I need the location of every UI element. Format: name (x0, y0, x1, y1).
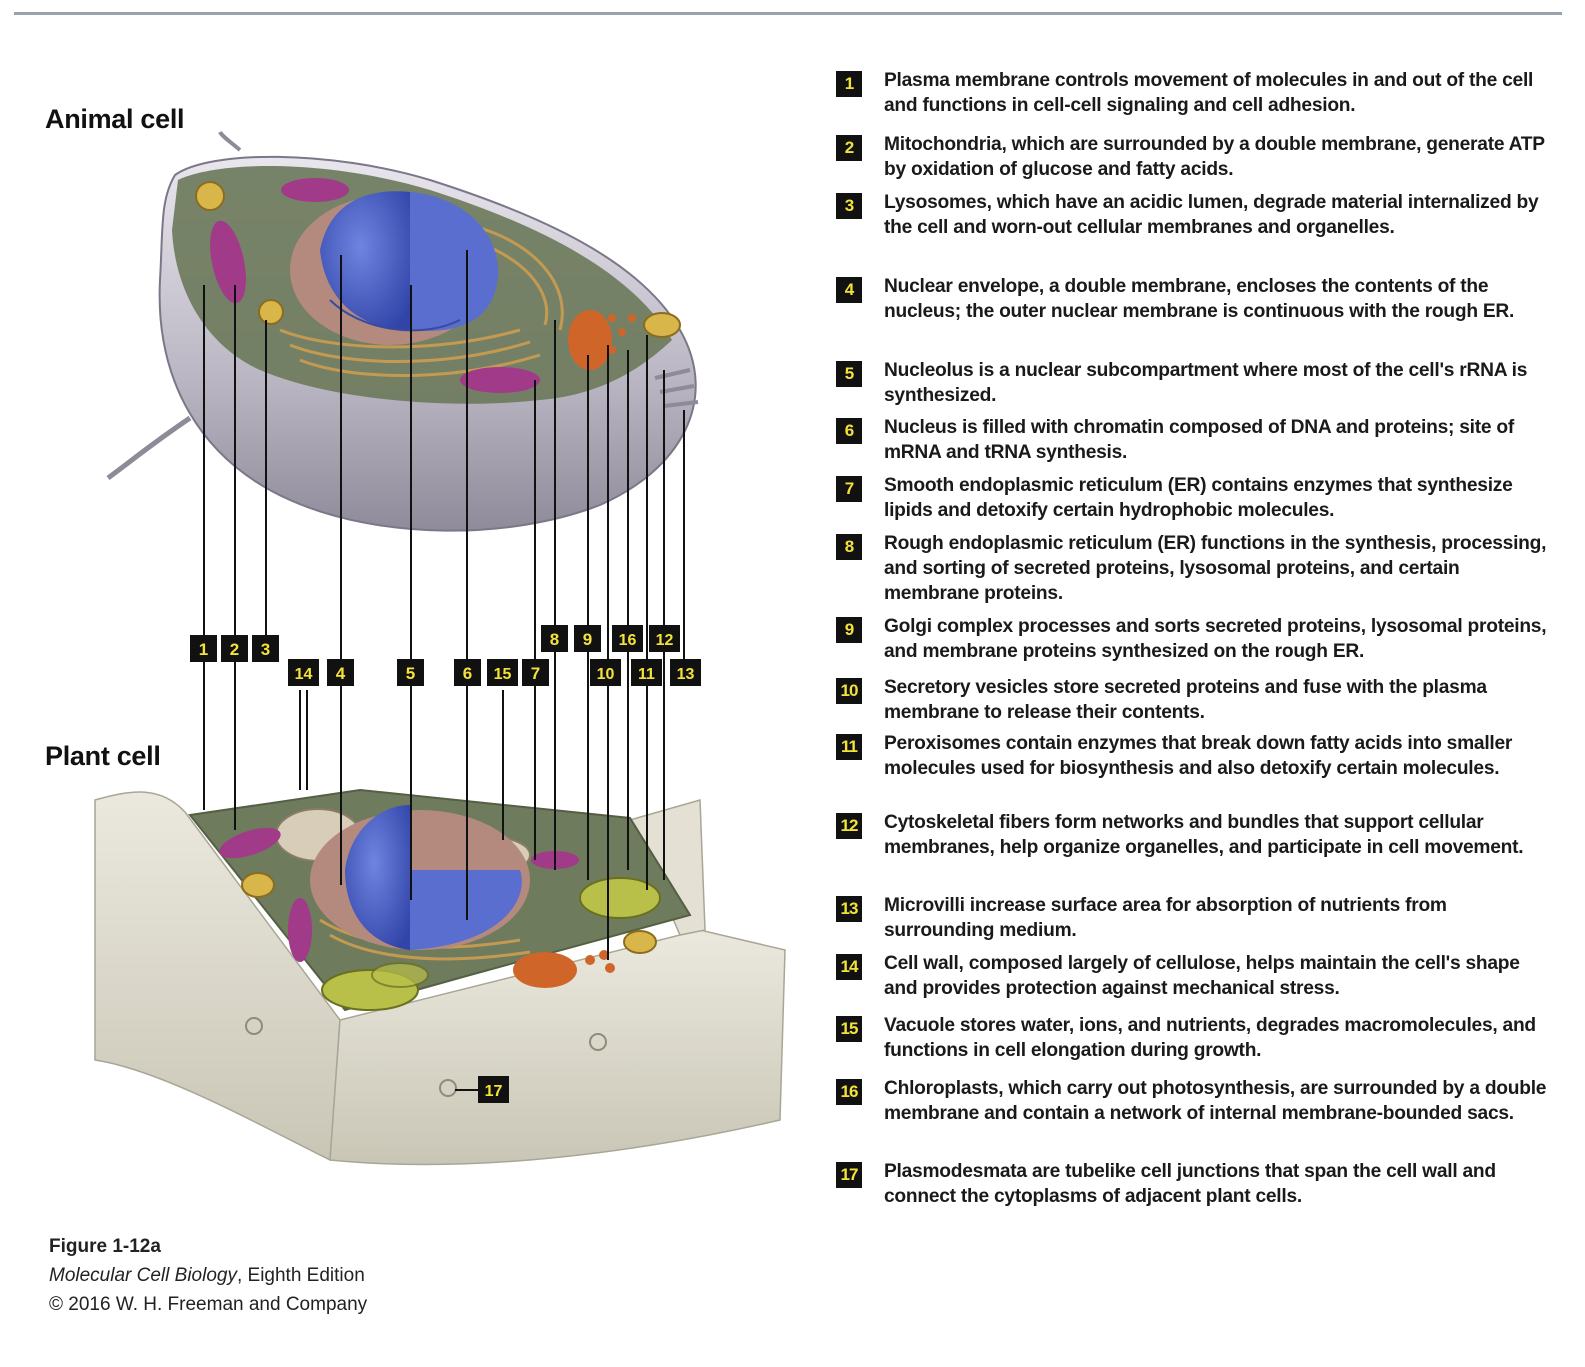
plant-nucleus (310, 805, 530, 950)
callout-3-text: 3 (261, 640, 270, 659)
legend-text: Cytoskeletal fibers form networks and bu… (884, 812, 1524, 858)
legend-text: Cell wall, composed largely of cellulose… (884, 953, 1520, 999)
legend-text: Vacuole stores water, ions, and nutrient… (884, 1015, 1536, 1061)
callout-15-text: 15 (494, 666, 512, 683)
legend-number: 9 (836, 617, 862, 643)
animal-nucleus (290, 191, 499, 345)
legend-text: Mitochondria, which are surrounded by a … (884, 134, 1545, 180)
legend-number: 8 (836, 534, 862, 560)
legend-number: 3 (836, 193, 862, 219)
callout-8: 8 (541, 625, 568, 652)
callout-11-text: 11 (638, 666, 655, 683)
callout-14-text: 14 (295, 666, 313, 683)
cell-diagram: 1 2 3 14 4 5 6 15 7 8 9 16 12 10 11 13 1… (94, 130, 786, 1166)
legend-text: Golgi complex processes and sorts secret… (884, 616, 1547, 662)
plant-peroxisomes (241, 872, 657, 954)
callout-2-text: 2 (230, 640, 239, 659)
animal-cell (106, 130, 699, 532)
legend-text: Chloroplasts, which carry out photosynth… (884, 1078, 1547, 1124)
animal-golgi (568, 310, 636, 370)
plant-golgi (513, 950, 615, 988)
animal-cell-filopodium (218, 130, 242, 152)
callout-9: 9 (574, 625, 601, 652)
callout-13: 13 (670, 659, 701, 686)
animal-cell-filopodium (106, 415, 192, 481)
book-edition: , Eighth Edition (236, 1265, 365, 1286)
callout-1: 1 (190, 635, 217, 662)
callout-5-text: 5 (406, 664, 415, 683)
legend-text: Nucleus is filled with chromatin compose… (884, 417, 1514, 463)
legend-text: Plasma membrane controls movement of mol… (884, 70, 1534, 116)
legend-number: 10 (836, 678, 862, 704)
legend-text: Nuclear envelope, a double membrane, enc… (884, 276, 1515, 322)
callout-12: 12 (649, 625, 680, 652)
animal-microvilli (654, 368, 699, 408)
plant-cell-wall (94, 791, 341, 1162)
callout-9-text: 9 (583, 630, 592, 649)
top-rule (14, 12, 1562, 15)
book-line: Molecular Cell Biology, Eighth Edition (49, 1261, 367, 1290)
callout-13-text: 13 (677, 666, 695, 683)
callout-10-text: 10 (597, 666, 615, 683)
legend-number: 2 (836, 135, 862, 161)
callout-7: 7 (522, 659, 549, 686)
legend-number: 7 (836, 476, 862, 502)
callout-2: 2 (221, 635, 248, 662)
callout-17: 17 (478, 1076, 509, 1103)
legend-text: Secretory vesicles store secreted protei… (884, 677, 1487, 723)
plasmodesmata-pits (245, 1017, 607, 1097)
figure-number: Figure 1-12a (49, 1236, 161, 1257)
leader-lines (203, 250, 685, 1091)
callout-10: 10 (590, 659, 621, 686)
legend-number: 4 (836, 277, 862, 303)
callout-4: 4 (327, 659, 354, 686)
callout-7-text: 7 (531, 664, 540, 683)
legend-number: 15 (836, 1016, 862, 1042)
plant-cell (94, 788, 786, 1166)
callout-labels: 1 2 3 14 4 5 6 15 7 8 9 16 12 10 11 13 1… (190, 625, 701, 1103)
callout-3: 3 (252, 635, 279, 662)
legend-number: 5 (836, 361, 862, 387)
callout-11: 11 (631, 659, 662, 686)
legend-text: Lysosomes, which have an acidic lumen, d… (884, 192, 1539, 238)
legend-number: 12 (836, 813, 862, 839)
legend-text: Nucleolus is a nuclear subcompartment wh… (884, 360, 1528, 406)
callout-16: 16 (612, 625, 643, 652)
plant-chloroplasts (321, 877, 661, 1011)
book-title: Molecular Cell Biology (49, 1265, 237, 1286)
callout-12-text: 12 (656, 632, 674, 649)
callout-15: 15 (487, 659, 518, 686)
legend-number: 17 (836, 1162, 862, 1188)
copyright: © 2016 W. H. Freeman and Company (49, 1294, 368, 1315)
legend-number: 6 (836, 418, 862, 444)
animal-cell-title: Animal cell (45, 104, 185, 134)
plant-cell-wall (329, 929, 786, 1166)
legend-text: Plasmodesmata are tubelike cell junction… (884, 1161, 1496, 1207)
legend-text: Microvilli increase surface area for abs… (884, 895, 1447, 941)
callout-8-text: 8 (550, 630, 559, 649)
legend-number: 13 (836, 896, 862, 922)
callout-17-text: 17 (485, 1083, 503, 1100)
plant-cell-title: Plant cell (45, 741, 161, 771)
legend-number: 1 (836, 71, 862, 97)
callout-5: 5 (397, 659, 424, 686)
legend-text: Rough endoplasmic reticulum (ER) functio… (884, 533, 1547, 604)
animal-mitochondria (210, 178, 540, 393)
legend-number: 11 (836, 734, 862, 760)
callout-6: 6 (454, 659, 481, 686)
callout-4-text: 4 (336, 664, 346, 683)
animal-lysosomes (195, 181, 681, 338)
callout-16-text: 16 (619, 632, 637, 649)
figure-caption: Figure 1-12a Molecular Cell Biology, Eig… (49, 1232, 367, 1319)
callout-1-text: 1 (199, 640, 208, 659)
legend-text: Peroxisomes contain enzymes that break d… (884, 733, 1513, 779)
legend-number: 16 (836, 1079, 862, 1105)
animal-rough-er (279, 226, 564, 377)
legend-number: 14 (836, 954, 862, 980)
callout-14: 14 (288, 659, 319, 686)
legend-text: Smooth endoplasmic reticulum (ER) contai… (884, 475, 1513, 521)
callout-6-text: 6 (463, 664, 472, 683)
